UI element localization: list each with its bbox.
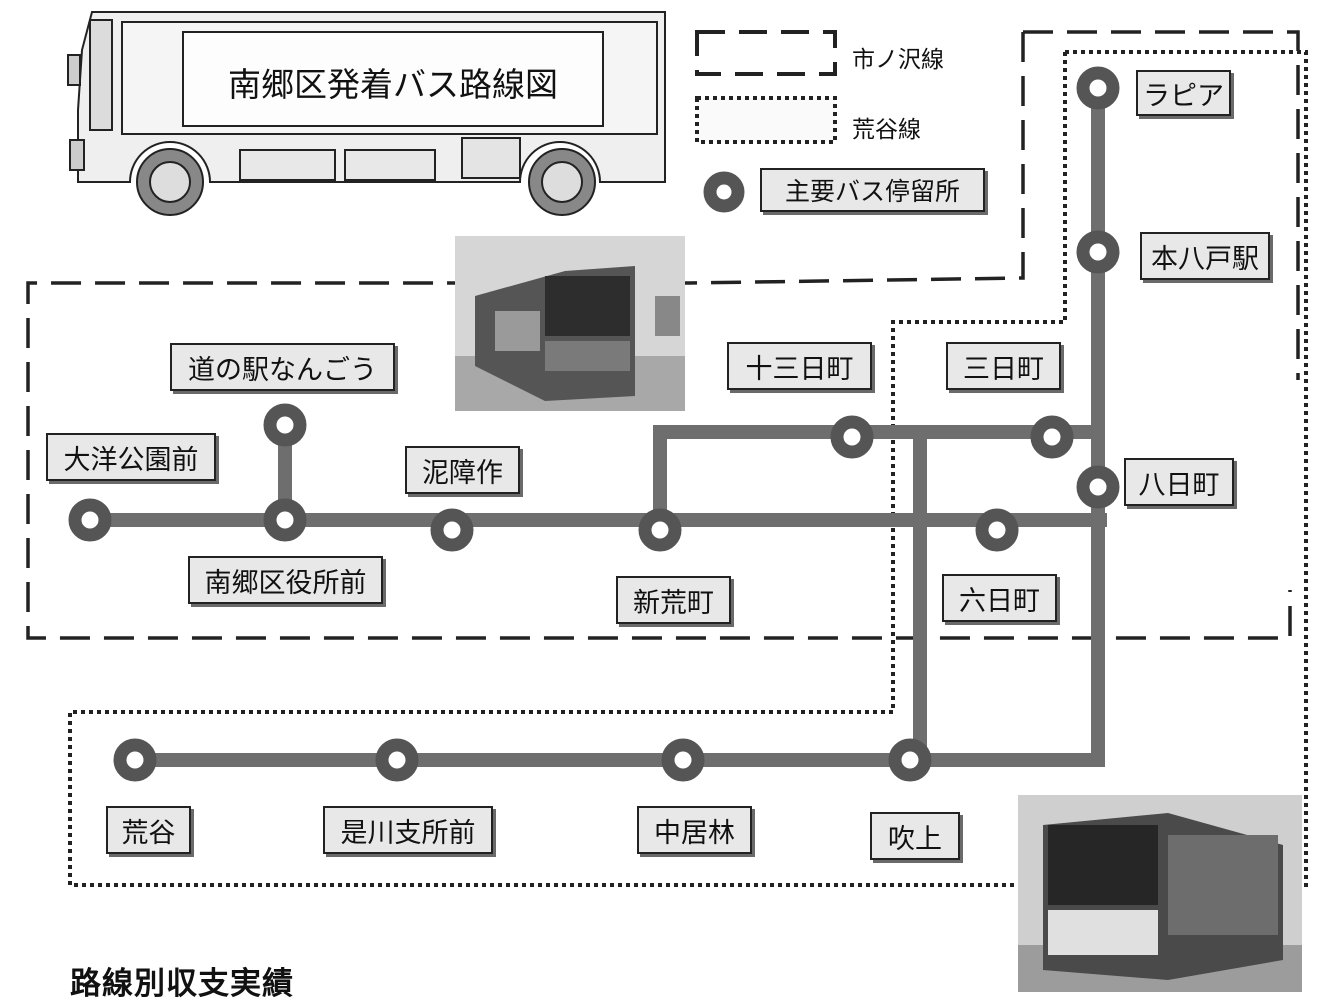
stop-marker-muikamachi <box>975 508 1019 552</box>
stop-marker-lapia <box>1076 66 1120 110</box>
stop-label-araya: 荒谷 <box>106 806 191 854</box>
legend-ichinosawa-label: 市ノ沢線 <box>852 47 944 73</box>
stop-label-taiyo-koen: 大洋公園前 <box>46 433 216 481</box>
araya-line-boundary <box>68 52 1067 887</box>
stop-marker-korekawa <box>375 738 419 782</box>
legend-dashed-symbol <box>695 30 837 76</box>
stop-label-mikkamachi: 三日町 <box>946 342 1061 390</box>
route-lines <box>83 81 1107 767</box>
stop-marker-nakaibayashi <box>661 738 705 782</box>
bus-photo-1 <box>455 236 685 411</box>
stop-label-fukiage: 吹上 <box>870 812 960 860</box>
araya-line-boundary-right <box>1065 50 1308 887</box>
stop-marker-nango-office <box>263 498 307 542</box>
legend-stop-symbol <box>703 171 745 213</box>
bus-illustration <box>67 11 666 216</box>
stop-marker-deishosaku <box>430 508 474 552</box>
stop-label-nango-office: 南郷区役所前 <box>188 556 383 604</box>
stop-label-michinoeki: 道の駅なんごう <box>170 343 395 391</box>
stop-label-korekawa: 是川支所前 <box>323 806 493 854</box>
ichinosawa-line-boundary <box>26 32 1292 640</box>
stop-label-muikamachi: 六日町 <box>942 574 1057 622</box>
legend-araya-label: 荒谷線 <box>852 117 921 143</box>
stop-label-deishosaku: 泥障作 <box>405 446 520 494</box>
stop-marker-shinaramachi <box>638 508 682 552</box>
stop-label-yokamachi: 八日町 <box>1124 458 1234 506</box>
stop-markers <box>68 66 1120 782</box>
stop-label-shinaramachi: 新荒町 <box>616 576 731 624</box>
section-heading: 路線別収支実績 <box>70 966 294 1002</box>
stop-marker-fukiage <box>888 738 932 782</box>
stop-marker-mikkamachi <box>1030 415 1074 459</box>
stop-marker-yokamachi <box>1076 465 1120 509</box>
stop-label-jusannichimachi: 十三日町 <box>727 342 872 390</box>
stop-label-nakaibayashi: 中居林 <box>637 806 752 854</box>
stop-marker-michinoeki <box>263 403 307 447</box>
bus-photo-2 <box>1018 795 1302 992</box>
stop-marker-jusannichimachi <box>830 415 874 459</box>
stop-label-hon-hachinohe: 本八戸駅 <box>1140 232 1270 280</box>
stop-marker-taiyo-koen <box>68 498 112 542</box>
legend-major-stop-label: 主要バス停留所 <box>760 168 985 212</box>
stop-label-lapia: ラピア <box>1136 70 1231 116</box>
stop-marker-hon-hachinohe <box>1076 230 1120 274</box>
map-title: 南郷区発着バス路線図 <box>228 65 558 104</box>
ichinosawa-line-boundary-right <box>1023 30 1300 380</box>
legend-dotted-symbol <box>695 96 837 144</box>
stop-marker-araya <box>113 738 157 782</box>
